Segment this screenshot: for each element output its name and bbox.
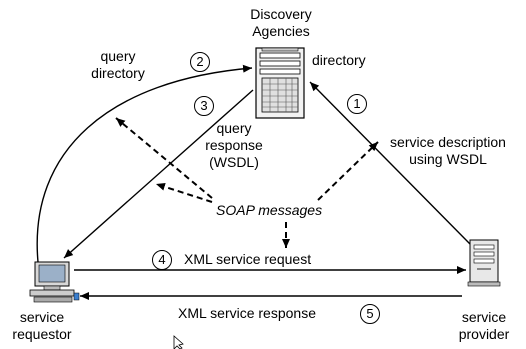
soap-messages-label: SOAP messages [216,202,323,218]
query-directory-line2: directory [91,65,145,81]
xml-response-label: XML service response [178,305,316,321]
service-requestor-label: service requestor [4,309,80,343]
requestor-computer-icon [29,261,80,303]
requestor-line1: service [19,309,65,325]
discovery-line1: Discovery [250,6,312,22]
step-3-badge: 3 [194,96,214,116]
step-4-badge: 4 [152,250,172,270]
service-description-label: service description using WSDL [378,134,518,168]
query-response-arrow [63,89,254,259]
query-response-line2: response [205,137,263,153]
step-2-badge: 2 [190,52,210,72]
query-response-line1: query [216,120,252,136]
service-provider-label: service provider [448,309,520,343]
service-description-line1: service description [390,134,506,150]
query-directory-arrow [36,64,253,263]
service-description-arrow [309,81,471,245]
query-directory-label: query directory [78,48,158,82]
step-1-badge: 1 [347,94,367,114]
discovery-line2: Agencies [252,23,310,39]
discovery-agencies-label: Discovery Agencies [226,6,336,40]
service-description-line2: using WSDL [409,151,487,167]
soap-dashed-arrows [115,117,379,248]
xml-request-label: XML service request [184,251,312,267]
directory-label: directory [312,52,366,68]
provider-computer-icon [467,239,501,287]
server-icon [255,47,305,119]
query-response-line3: (WSDL) [209,154,259,170]
provider-line2: provider [458,326,510,342]
provider-line1: service [461,309,507,325]
step-5-badge: 5 [360,304,380,324]
query-response-label: query response (WSDL) [194,120,274,171]
requestor-line2: requestor [12,326,72,342]
query-directory-line1: query [100,48,136,64]
mouse-cursor-icon [173,335,184,349]
